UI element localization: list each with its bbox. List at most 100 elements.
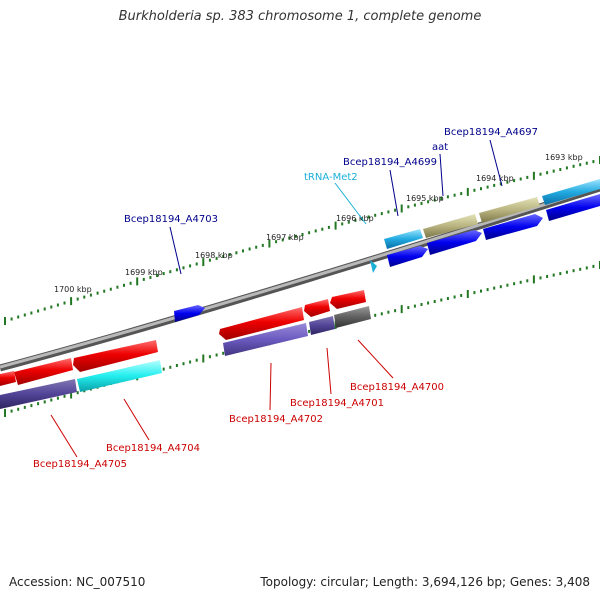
- minor-tick: [565, 166, 568, 170]
- minor-tick: [189, 360, 192, 364]
- minor-tick: [142, 277, 145, 281]
- minor-tick: [433, 198, 436, 202]
- minor-tick: [572, 269, 575, 273]
- minor-tick: [308, 231, 311, 235]
- leader-line: [439, 153, 444, 197]
- gene-feature[interactable]: [384, 229, 423, 249]
- minor-tick: [347, 220, 350, 224]
- minor-tick: [380, 312, 383, 316]
- gene-feature[interactable]: [223, 323, 308, 356]
- minor-tick: [446, 195, 449, 199]
- gene-label[interactable]: Bcep18194_A4700: [350, 382, 444, 393]
- minor-tick: [506, 283, 509, 287]
- minor-tick: [407, 205, 410, 209]
- gene-feature[interactable]: [77, 360, 162, 392]
- gene-feature[interactable]: [174, 305, 205, 322]
- accession-text: Accession: NC_007510: [9, 575, 146, 589]
- minor-tick: [208, 355, 211, 359]
- leader-lines: [50, 139, 503, 458]
- minor-tick: [242, 249, 244, 253]
- gene-feature[interactable]: [483, 214, 543, 240]
- forward-strand-features: [174, 179, 600, 322]
- gene-feature[interactable]: [73, 340, 158, 372]
- gene-label[interactable]: tRNA-Met2: [304, 172, 358, 183]
- minor-tick: [235, 251, 238, 255]
- gene-feature[interactable]: [219, 307, 304, 340]
- minor-tick: [208, 258, 211, 262]
- gene-feature[interactable]: [304, 299, 330, 317]
- minor-tick: [387, 210, 390, 214]
- scale-label-1699: 1699 kbp: [125, 268, 163, 277]
- minor-tick: [89, 293, 92, 297]
- leader-line: [50, 414, 78, 458]
- minor-tick: [526, 175, 529, 179]
- gene-label[interactable]: Bcep18194_A4705: [33, 459, 127, 470]
- major-tick: [466, 290, 469, 298]
- minor-tick: [50, 305, 53, 309]
- minor-tick: [175, 268, 178, 272]
- minor-tick: [460, 192, 463, 196]
- minor-tick: [327, 225, 330, 229]
- minor-tick: [394, 309, 397, 313]
- gene-label[interactable]: Bcep18194_A4702: [229, 414, 323, 425]
- trna-feature[interactable]: [370, 260, 377, 273]
- minor-tick: [374, 213, 377, 217]
- minor-tick: [30, 311, 33, 315]
- gene-labels: Bcep18194_A4697 aat Bcep18194_A4699 tRNA…: [33, 127, 538, 470]
- gene-feature[interactable]: [542, 179, 600, 205]
- minor-tick: [539, 276, 542, 280]
- reverse-strand-features: [0, 290, 371, 409]
- minor-tick: [579, 267, 582, 271]
- gene-feature[interactable]: [427, 230, 482, 255]
- minor-tick: [63, 301, 66, 305]
- gene-feature[interactable]: [546, 194, 600, 221]
- minor-tick: [23, 313, 26, 317]
- gene-feature[interactable]: [0, 371, 16, 386]
- minor-tick: [552, 273, 555, 277]
- minor-tick: [43, 307, 46, 311]
- minor-tick: [17, 407, 20, 411]
- scale-labels: 1700 kbp 1699 kbp 1698 kbp 1697 kbp 1696…: [54, 153, 583, 294]
- major-tick: [202, 354, 205, 363]
- gene-label[interactable]: Bcep18194_A4697: [444, 127, 538, 138]
- scale-label-1694: 1694 kbp: [476, 174, 514, 183]
- gene-label[interactable]: Bcep18194_A4703: [124, 214, 218, 225]
- gene-feature[interactable]: [423, 214, 478, 238]
- gene-label[interactable]: Bcep18194_A4704: [106, 443, 200, 454]
- minor-tick: [374, 313, 377, 317]
- minor-tick: [50, 398, 53, 402]
- minor-tick: [394, 208, 397, 212]
- minor-tick: [473, 188, 476, 192]
- minor-tick: [162, 367, 165, 371]
- minor-tick: [513, 179, 516, 183]
- leader-line: [269, 362, 272, 411]
- gene-feature[interactable]: [334, 306, 371, 328]
- major-tick: [532, 171, 535, 180]
- minor-tick: [493, 183, 496, 187]
- minor-tick: [367, 215, 370, 219]
- minor-tick: [526, 279, 529, 283]
- minor-tick: [123, 283, 125, 287]
- map-footer: Accession: NC_007510 Topology: circular;…: [0, 575, 600, 595]
- minor-tick: [195, 262, 198, 266]
- gene-label[interactable]: Bcep18194_A4699: [343, 157, 437, 168]
- gene-feature[interactable]: [330, 290, 366, 309]
- gene-feature[interactable]: [309, 316, 335, 335]
- scale-label-1695: 1695 kbp: [406, 194, 444, 203]
- minor-tick: [552, 169, 555, 173]
- minor-tick: [215, 353, 218, 357]
- minor-tick: [308, 329, 311, 333]
- major-tick: [400, 305, 403, 314]
- gene-label[interactable]: aat: [432, 142, 448, 153]
- gene-feature[interactable]: [0, 379, 77, 409]
- minor-tick: [76, 297, 79, 301]
- gene-feature[interactable]: [14, 358, 73, 385]
- leader-line: [334, 182, 367, 225]
- gene-feature[interactable]: [479, 197, 540, 223]
- gene-label[interactable]: Bcep18194_A4701: [290, 398, 384, 409]
- major-tick: [70, 390, 73, 399]
- gene-feature[interactable]: [387, 246, 428, 267]
- map-title: Burkholderia sp. 383 chromosome 1, compl…: [0, 9, 600, 24]
- minor-tick: [321, 227, 324, 231]
- scale-label-1693: 1693 kbp: [545, 153, 583, 162]
